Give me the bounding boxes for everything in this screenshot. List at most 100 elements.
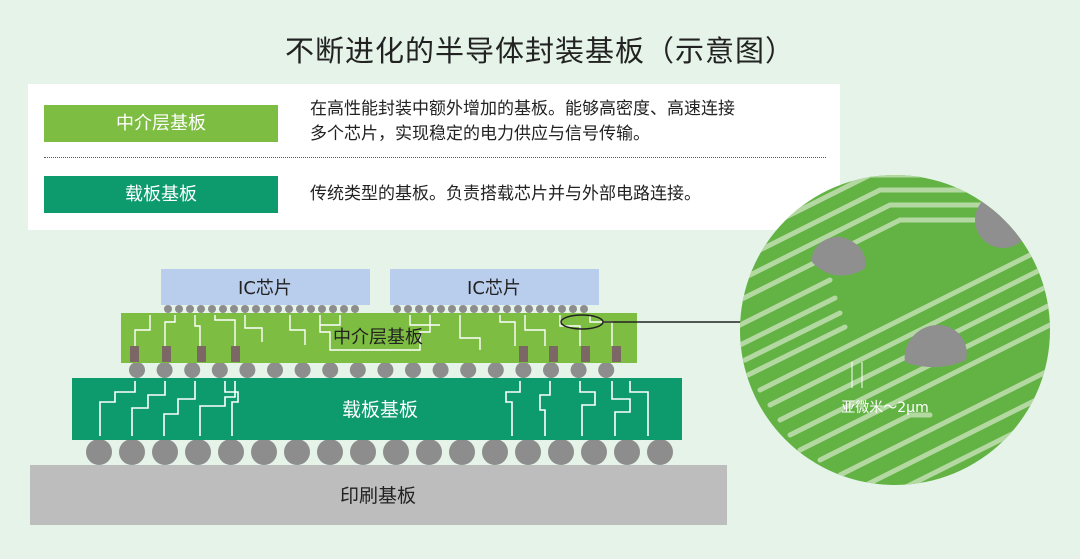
pcb-label: 印刷基板 <box>340 485 416 507</box>
solder-ball <box>185 439 211 465</box>
zoom-pad-top-right <box>975 192 1031 248</box>
ic-chip-left-label: IC芯片 <box>238 278 292 299</box>
interposer-bump <box>211 362 228 378</box>
zoom-circle: 亚微米～2μm <box>740 175 1050 485</box>
micro-bump <box>219 305 227 313</box>
interposer-bump <box>322 362 339 378</box>
micro-bumps <box>164 305 588 313</box>
micro-bump <box>503 305 511 313</box>
micro-bump <box>252 305 260 313</box>
ic-chip-left <box>161 269 370 305</box>
micro-bump <box>351 305 359 313</box>
interposer-bump <box>405 362 421 378</box>
micro-bump <box>580 305 588 313</box>
solder-ball <box>350 439 376 465</box>
micro-bump <box>492 305 500 313</box>
micro-bump <box>296 305 304 313</box>
solder-ball <box>119 439 145 465</box>
micro-bump <box>318 305 326 313</box>
micro-bump <box>274 305 282 313</box>
interposer-bump <box>570 362 587 378</box>
legend-desc-interposer: 在高性能封装中额外增加的基板。能够高密度、高速连接 多个芯片，实现稳定的电力供应… <box>310 97 830 147</box>
zoom-annotation: 亚微米～2μm <box>841 400 928 416</box>
interposer-bump <box>349 362 366 378</box>
interposer-vias <box>130 346 621 362</box>
solder-ball <box>251 439 277 465</box>
legend-desc-interposer-line2: 多个芯片，实现稳定的电力供应与信号传输。 <box>310 124 650 144</box>
micro-bump <box>558 305 566 313</box>
pcb-board <box>30 465 727 525</box>
interposer-bump <box>156 362 173 378</box>
legend-label-carrier: 载板基板 <box>44 176 278 213</box>
carrier-traces <box>99 381 649 436</box>
interposer-bump <box>432 362 449 378</box>
micro-bump <box>569 305 577 313</box>
solder-ball <box>152 439 178 465</box>
micro-bump <box>329 305 337 313</box>
micro-bump <box>437 305 445 313</box>
interposer-bump <box>598 362 615 378</box>
solder-ball <box>647 439 673 465</box>
micro-bump <box>525 305 533 313</box>
micro-bump <box>307 305 315 313</box>
micro-bump <box>186 305 194 313</box>
solder-ball <box>416 439 442 465</box>
interposer-bump <box>377 362 394 378</box>
ic-chip-right-label: IC芯片 <box>467 278 521 299</box>
solder-ball <box>218 439 244 465</box>
micro-bump <box>404 305 412 313</box>
micro-bump <box>164 305 172 313</box>
micro-bump <box>285 305 293 313</box>
solder-ball <box>383 439 409 465</box>
micro-bump <box>175 305 183 313</box>
legend-desc-interposer-line1: 在高性能封装中额外增加的基板。能够高密度、高速连接 <box>310 99 735 119</box>
interposer-traces <box>134 315 613 351</box>
interposer-bump <box>294 362 311 378</box>
micro-bump <box>340 305 348 313</box>
interposer-bump <box>460 362 477 378</box>
solder-ball <box>317 439 343 465</box>
ic-chip-right <box>390 269 599 305</box>
micro-bump <box>393 305 401 313</box>
micro-bump <box>448 305 456 313</box>
solder-ball <box>482 439 508 465</box>
solder-ball <box>449 439 475 465</box>
micro-bump <box>459 305 467 313</box>
interposer-bump <box>239 362 256 378</box>
interposer-label: 中介层基板 <box>333 327 423 348</box>
zoom-dimension-marker <box>851 362 863 388</box>
zoom-pad-top <box>811 236 866 276</box>
solder-ball <box>86 439 112 465</box>
micro-bump <box>426 305 434 313</box>
solder-ball <box>548 439 574 465</box>
micro-bump <box>208 305 216 313</box>
micro-bump <box>481 305 489 313</box>
micro-bump <box>536 305 544 313</box>
micro-bump <box>197 305 205 313</box>
carrier-solder-balls <box>86 439 673 465</box>
carrier-label: 载板基板 <box>342 399 418 421</box>
interposer-bump <box>543 362 559 378</box>
legend-divider <box>44 157 826 158</box>
interposer-bump <box>184 362 201 378</box>
micro-bump <box>415 305 423 313</box>
micro-bump <box>470 305 478 313</box>
solder-ball <box>515 439 541 465</box>
interposer-bumps <box>129 362 615 378</box>
solder-ball <box>614 439 640 465</box>
micro-bump <box>263 305 271 313</box>
legend-desc-carrier-line1: 传统类型的基板。负责搭载芯片并与外部电路连接。 <box>310 184 701 204</box>
solder-ball <box>284 439 310 465</box>
micro-bump <box>230 305 238 313</box>
interposer-bump <box>129 362 145 378</box>
legend-desc-carrier: 传统类型的基板。负责搭载芯片并与外部电路连接。 <box>310 182 830 207</box>
micro-bump <box>514 305 522 313</box>
interposer-bump <box>515 362 532 378</box>
page-title: 不断进化的半导体封装基板（示意图） <box>284 34 795 68</box>
solder-ball <box>581 439 607 465</box>
interposer-bump <box>487 362 504 378</box>
micro-bump <box>241 305 249 313</box>
legend-panel: 中介层基板 在高性能封装中额外增加的基板。能够高密度、高速连接 多个芯片，实现稳… <box>28 84 840 230</box>
zoom-pad-mid <box>904 325 967 368</box>
